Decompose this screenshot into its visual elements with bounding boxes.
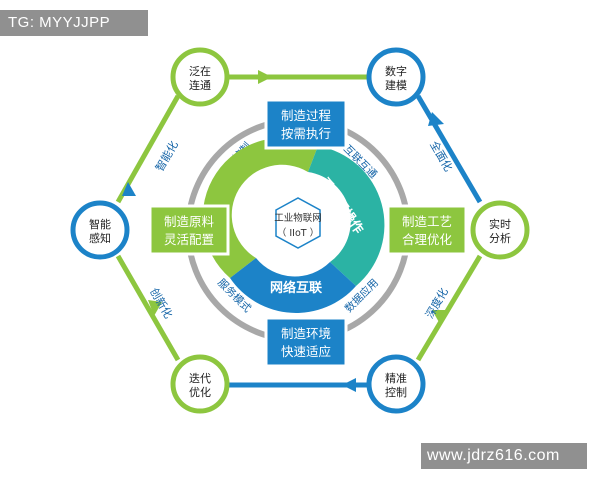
node-label-line1: 迭代 <box>189 372 211 385</box>
box-right-line1: 制造工艺 <box>402 214 452 229</box>
segment-teal <box>308 146 385 286</box>
outer-node-circle <box>470 200 530 260</box>
box-right <box>386 204 468 256</box>
outer-node-circle <box>366 354 426 414</box>
node-label-line2: 建模 <box>385 78 407 92</box>
hub-hexagon <box>275 197 321 249</box>
box-bottom <box>264 316 348 368</box>
outer-node-circle <box>366 47 426 107</box>
hub: 工业物联网 （ IIoT ） <box>274 197 322 249</box>
box-bottom-line1: 制造环境 <box>281 326 331 341</box>
arrow-head-lower-left <box>148 300 162 316</box>
node-label-line2: 感知 <box>89 231 111 245</box>
box-top-line2: 按需执行 <box>281 126 331 141</box>
edge-lower-left <box>115 254 181 362</box>
node-label-line1: 实时 <box>489 217 511 231</box>
box-left <box>148 204 230 256</box>
outer-node-circles <box>70 47 530 414</box>
watermark-top: TG: MYYJJPP <box>0 10 148 36</box>
outer-node-circle <box>70 200 130 260</box>
node-label-line2: 控制 <box>385 385 407 399</box>
outer-node-circle <box>170 354 230 414</box>
node-label-line2: 优化 <box>189 385 211 399</box>
box-right-line2: 合理优化 <box>402 232 453 247</box>
inner-boxes: 制造过程 按需执行 制造工艺 合理优化 制造环境 快速适应 制造原料 灵活配置 <box>148 98 468 368</box>
segment-label-blue: 网络互联 <box>270 280 322 296</box>
center-ring <box>202 137 385 313</box>
node-label-line2: 连通 <box>189 79 211 92</box>
box-left-line1: 制造原料 <box>164 214 215 229</box>
arrow-head-upper-right <box>428 112 444 126</box>
box-top <box>264 98 348 150</box>
arrow-head-bottom <box>342 378 356 392</box>
segment-blue <box>230 258 356 313</box>
arrow-head-top <box>258 70 272 84</box>
outer-node-labels: 泛在 连通 数字 建模 实时 分析 精准 控制 迭代 优化 智能 感知 <box>89 64 511 399</box>
arrow-head-lower-right <box>432 310 446 324</box>
node-label-line1: 精准 <box>385 372 407 385</box>
box-top-line1: 制造过程 <box>281 108 332 123</box>
box-bottom-line2: 快速适应 <box>281 344 331 359</box>
node-label-line1: 数字 <box>385 64 407 78</box>
outer-node-circle <box>170 47 230 107</box>
edge-upper-right <box>415 94 483 204</box>
node-label-line1: 泛在 <box>189 65 211 78</box>
box-left-line2: 灵活配置 <box>164 232 214 247</box>
node-label-line1: 智能 <box>89 217 111 231</box>
hub-label-line1: 工业物联网 <box>274 212 322 224</box>
segment-green <box>202 137 318 278</box>
watermark-bottom: www.jdrz616.com <box>421 443 587 469</box>
edge-label-upper-left: 智能化 <box>152 138 181 174</box>
outer-hexagon-edges <box>115 70 483 392</box>
hub-label-line2: （ IIoT ） <box>277 227 319 239</box>
arrow-head-upper-left <box>122 182 136 196</box>
node-label-line2: 分析 <box>489 231 511 245</box>
edge-lower-right <box>415 254 483 362</box>
